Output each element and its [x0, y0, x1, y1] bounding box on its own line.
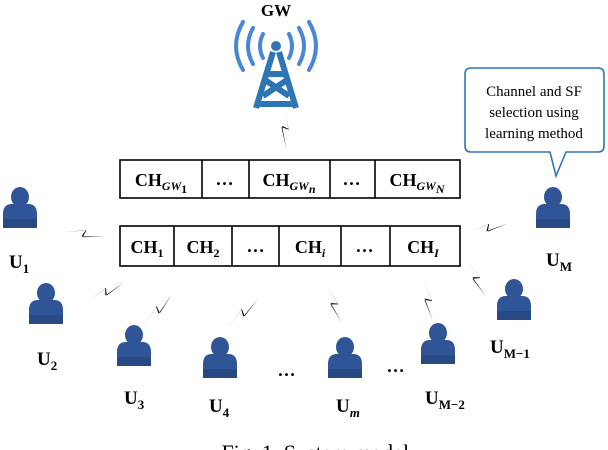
- gw-channel-bar: CHGW1 … CHGWn … CHGWN: [119, 159, 461, 199]
- wireless-link-icon: [457, 259, 495, 297]
- callout-text: selection using: [489, 105, 579, 121]
- user-label: U4: [209, 396, 230, 420]
- wireless-link-icon: [316, 284, 352, 324]
- wireless-link-icon: [272, 107, 298, 149]
- user-icon: [497, 279, 531, 320]
- user-icon: [117, 325, 151, 366]
- wireless-link-icon: [412, 279, 444, 321]
- gw-channel-cell: CHGWn: [262, 170, 315, 196]
- users-ellipsis: …: [278, 360, 297, 380]
- user-label: UM−2: [425, 388, 465, 412]
- user-label: UM−1: [490, 337, 530, 361]
- users-ellipsis: …: [387, 356, 406, 376]
- wireless-link-icon: [87, 273, 125, 311]
- user-icon: [328, 337, 362, 378]
- wireless-link-icon: [144, 289, 172, 331]
- user-channel-cell: CHI: [407, 237, 440, 260]
- antenna-tower-icon: [234, 20, 318, 109]
- callout-text: learning method: [485, 126, 583, 142]
- callout-text: Channel and SF: [486, 84, 582, 100]
- user-icon: [536, 187, 570, 228]
- wireless-link-icon: [467, 212, 509, 244]
- wireless-link-icon: [227, 292, 259, 334]
- gw-channel-ellipsis: …: [216, 169, 235, 189]
- user-channel-cell: CH1: [131, 237, 164, 260]
- user-icon: [421, 323, 455, 364]
- gateway-label: GW: [261, 1, 291, 20]
- user-channel-cell: CHi: [295, 237, 326, 260]
- user-label: U1: [9, 252, 29, 276]
- user-channel-bar: CH1 CH2 … CHi … CHI: [119, 225, 461, 267]
- user-icon: [3, 187, 37, 228]
- user-label: U2: [37, 349, 57, 373]
- callout-bubble: Channel and SF selection using learning …: [464, 67, 605, 179]
- gw-channel-ellipsis: …: [343, 169, 362, 189]
- user-icon: [203, 337, 237, 378]
- user-channel-ellipsis: …: [247, 236, 266, 256]
- wireless-link-icon: [63, 224, 105, 244]
- user-label: UM: [546, 250, 572, 274]
- gw-channel-cell: CHGWN: [389, 170, 445, 196]
- user-channel-ellipsis: …: [356, 236, 375, 256]
- user-icon: [29, 283, 63, 324]
- user-label: U3: [124, 388, 145, 412]
- gw-channel-cell: CHGW1: [135, 170, 187, 196]
- user-channel-cell: CH2: [187, 237, 220, 260]
- user-label: Um: [336, 396, 360, 420]
- figure-caption: Fig. 1. System model.: [221, 440, 414, 450]
